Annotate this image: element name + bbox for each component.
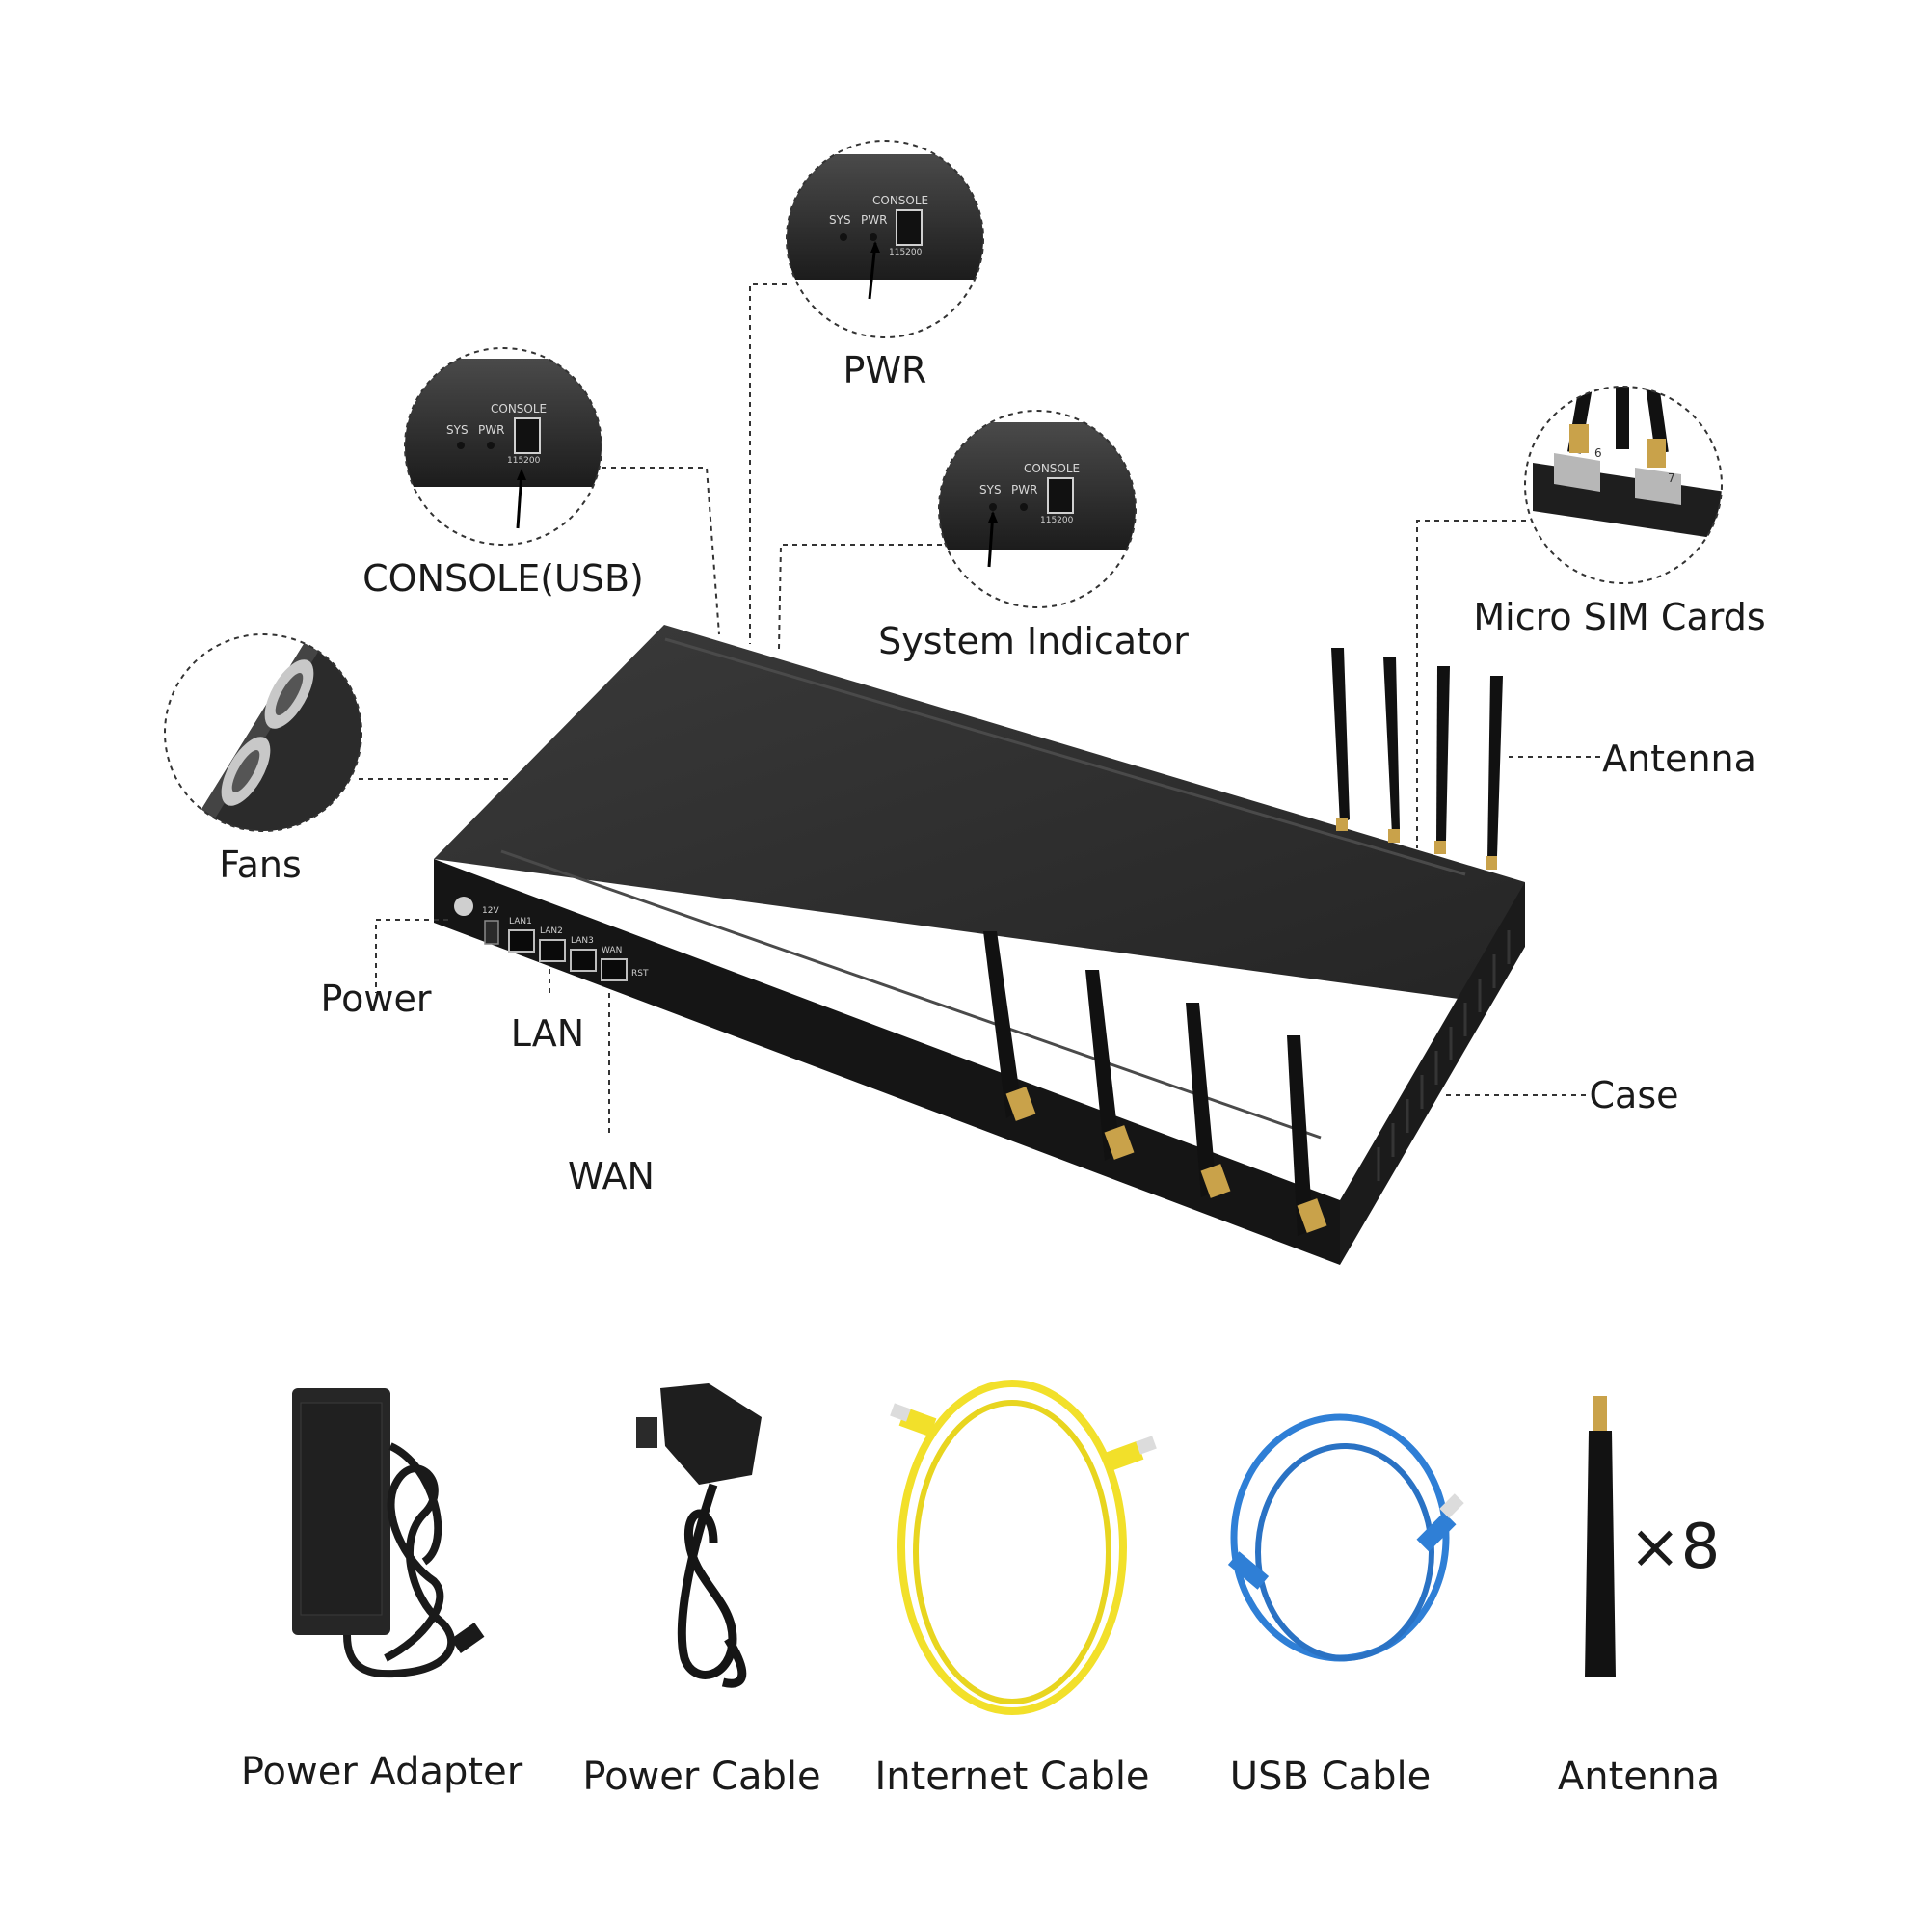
antenna-front-1 bbox=[983, 931, 1036, 1121]
label-system-indicator: System Indicator bbox=[878, 620, 1189, 662]
zoom-system-console-text: CONSOLE bbox=[1024, 462, 1080, 475]
leader-lines bbox=[359, 283, 1600, 1138]
label-usb-cable: USB Cable bbox=[1229, 1755, 1432, 1799]
label-fans: Fans bbox=[219, 844, 302, 886]
internet-cable-image bbox=[890, 1380, 1157, 1715]
zoom-fans bbox=[164, 633, 362, 832]
zoom-console-baud-text: 115200 bbox=[507, 456, 541, 466]
label-power-cable: Power Cable bbox=[582, 1755, 821, 1799]
zoom-system-baud-text: 115200 bbox=[1040, 516, 1074, 525]
antenna-rear-1 bbox=[1331, 648, 1350, 831]
label-pwr: PWR bbox=[843, 349, 927, 391]
panel-rst: RST bbox=[631, 969, 649, 979]
antenna-front-2 bbox=[1085, 970, 1135, 1161]
label-micro-sim-cards: Micro SIM Cards bbox=[1473, 596, 1766, 638]
panel-lan1: LAN1 bbox=[509, 917, 532, 926]
power-adapter-image bbox=[292, 1388, 485, 1678]
zoom-pwr-baud-text: 115200 bbox=[889, 248, 923, 257]
zoom-system-pwr-text: PWR bbox=[1011, 483, 1037, 496]
zoom-console-pwr-text: PWR bbox=[478, 423, 504, 437]
usb-cable-image bbox=[1227, 1413, 1464, 1662]
panel-wan: WAN bbox=[602, 946, 622, 955]
label-antenna-accessory: Antenna bbox=[1557, 1755, 1721, 1799]
panel-12v: 12V bbox=[482, 906, 499, 916]
zoom-sim-7-text: 7 bbox=[1668, 471, 1675, 485]
antenna-rear-2 bbox=[1383, 657, 1400, 843]
single-antenna-image bbox=[1585, 1396, 1616, 1677]
label-power-adapter: Power Adapter bbox=[240, 1750, 523, 1794]
label-console-usb: CONSOLE(USB) bbox=[362, 557, 644, 600]
gateway-device: 12V LAN1 LAN2 LAN3 WAN RST bbox=[434, 625, 1525, 1265]
zoom-console: CONSOLE SYS PWR 115200 bbox=[404, 347, 602, 546]
antenna-front-4 bbox=[1287, 1035, 1327, 1236]
zoom-console-console-text: CONSOLE bbox=[491, 402, 547, 416]
zoom-pwr: CONSOLE SYS PWR 115200 bbox=[786, 140, 984, 338]
zoom-sim-6-text: 6 bbox=[1594, 446, 1602, 460]
label-antenna: Antenna bbox=[1602, 738, 1756, 780]
antenna-front-3 bbox=[1186, 1003, 1231, 1198]
label-power: Power bbox=[320, 978, 432, 1020]
panel-lan3: LAN3 bbox=[571, 936, 594, 946]
zoom-console-sys-text: SYS bbox=[446, 423, 469, 437]
zoom-system: CONSOLE SYS PWR 115200 bbox=[938, 410, 1137, 608]
label-lan: LAN bbox=[510, 1012, 585, 1055]
antenna-quantity: ×8 bbox=[1629, 1512, 1721, 1583]
label-internet-cable: Internet Cable bbox=[874, 1755, 1150, 1799]
power-cable-image bbox=[636, 1383, 762, 1688]
zoom-pwr-console-text: CONSOLE bbox=[872, 194, 928, 207]
panel-lan2: LAN2 bbox=[540, 926, 563, 936]
antenna-rear-4 bbox=[1486, 676, 1503, 870]
label-wan: WAN bbox=[568, 1155, 655, 1197]
zoom-pwr-pwr-text: PWR bbox=[861, 213, 887, 227]
label-case: Case bbox=[1589, 1074, 1679, 1116]
zoom-system-sys-text: SYS bbox=[979, 483, 1002, 496]
zoom-sim: 6 7 bbox=[1524, 386, 1723, 584]
antenna-rear-3 bbox=[1434, 666, 1450, 854]
zoom-pwr-sys-text: SYS bbox=[829, 213, 851, 227]
